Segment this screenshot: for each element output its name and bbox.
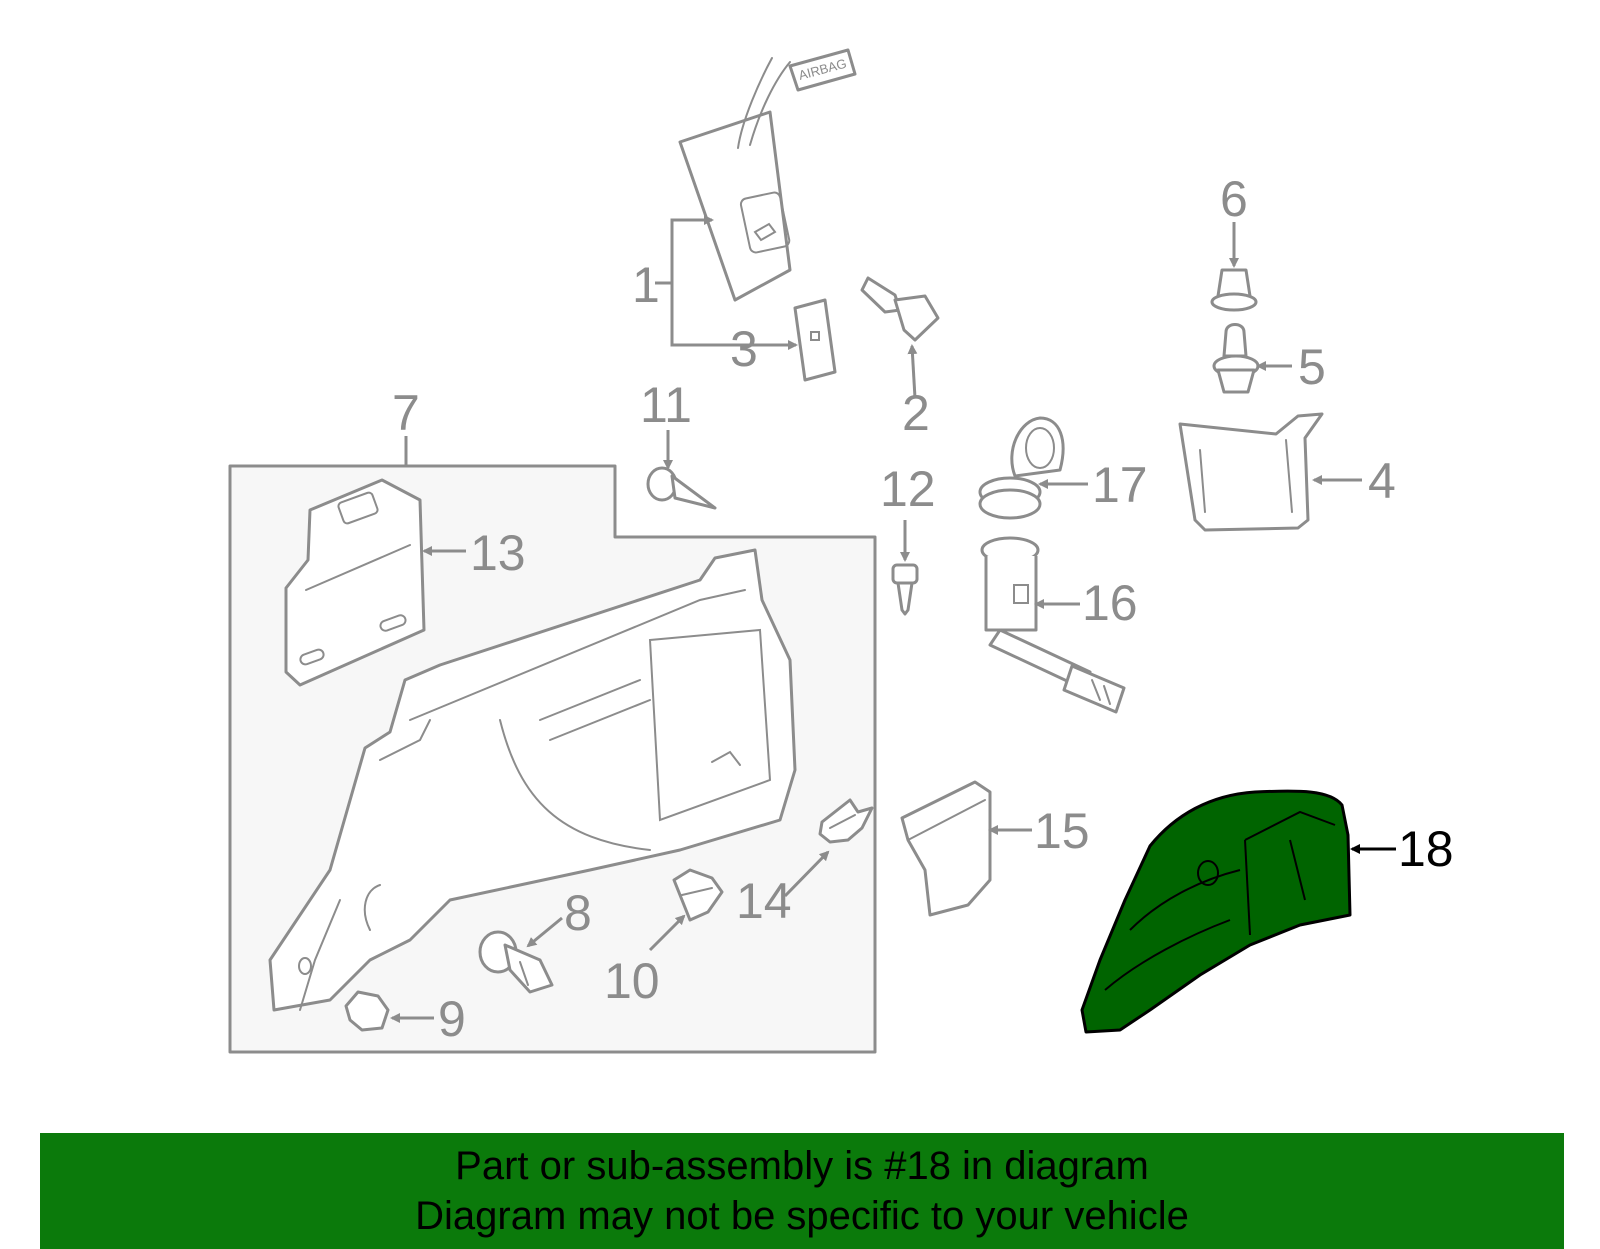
part-4-trim-cover[interactable] xyxy=(1178,412,1324,532)
label-13: 13 xyxy=(470,525,526,581)
part-11-screw[interactable] xyxy=(646,466,717,510)
label-1: 1 xyxy=(632,257,660,313)
label-3: 3 xyxy=(730,321,758,377)
label-2: 2 xyxy=(902,385,930,441)
label-10: 10 xyxy=(604,953,660,1009)
leader-14 xyxy=(783,850,830,898)
info-banner: Part or sub-assembly is #18 in diagram D… xyxy=(40,1133,1564,1249)
leader-2 xyxy=(907,344,918,399)
part-10-clip[interactable] xyxy=(672,868,724,922)
part-8-clip[interactable] xyxy=(478,930,554,994)
label-8: 8 xyxy=(564,885,592,941)
label-16: 16 xyxy=(1082,575,1138,631)
part-1-pillar-trim[interactable]: AIRBAG xyxy=(678,48,857,302)
airbag-tag: AIRBAG xyxy=(788,48,857,92)
part-17-cap[interactable] xyxy=(978,416,1065,520)
label-12: 12 xyxy=(880,461,936,517)
part-12-fastener[interactable] xyxy=(891,563,919,616)
label-9: 9 xyxy=(438,991,466,1047)
label-11: 11 xyxy=(640,377,692,433)
banner-line-2: Diagram may not be specific to your vehi… xyxy=(415,1194,1189,1238)
part-5-clip[interactable] xyxy=(1212,323,1260,394)
label-5: 5 xyxy=(1298,339,1326,395)
leader-10 xyxy=(648,914,686,952)
label-17: 17 xyxy=(1092,457,1148,513)
label-7: 7 xyxy=(392,385,420,441)
part-9-clip[interactable] xyxy=(344,990,390,1032)
banner-line-1: Part or sub-assembly is #18 in diagram xyxy=(455,1144,1149,1188)
part-16-socket[interactable] xyxy=(980,536,1126,714)
label-15: 15 xyxy=(1034,803,1090,859)
part-3-trim-piece[interactable] xyxy=(793,298,837,382)
label-4: 4 xyxy=(1368,453,1396,509)
label-14: 14 xyxy=(736,873,792,929)
part-13-panel[interactable] xyxy=(284,478,426,687)
leader-8 xyxy=(526,916,563,948)
part-2-bolt[interactable] xyxy=(860,276,940,342)
label-6: 6 xyxy=(1220,171,1248,227)
part-6-push-clip[interactable] xyxy=(1210,268,1258,312)
part-14-clip[interactable] xyxy=(818,798,874,844)
part-7-quarter-trim[interactable] xyxy=(268,548,797,1012)
label-18: 18 xyxy=(1398,821,1454,877)
part-15-cover[interactable] xyxy=(900,780,992,917)
part-18-wheelhouse-liner[interactable] xyxy=(1080,789,1352,1034)
